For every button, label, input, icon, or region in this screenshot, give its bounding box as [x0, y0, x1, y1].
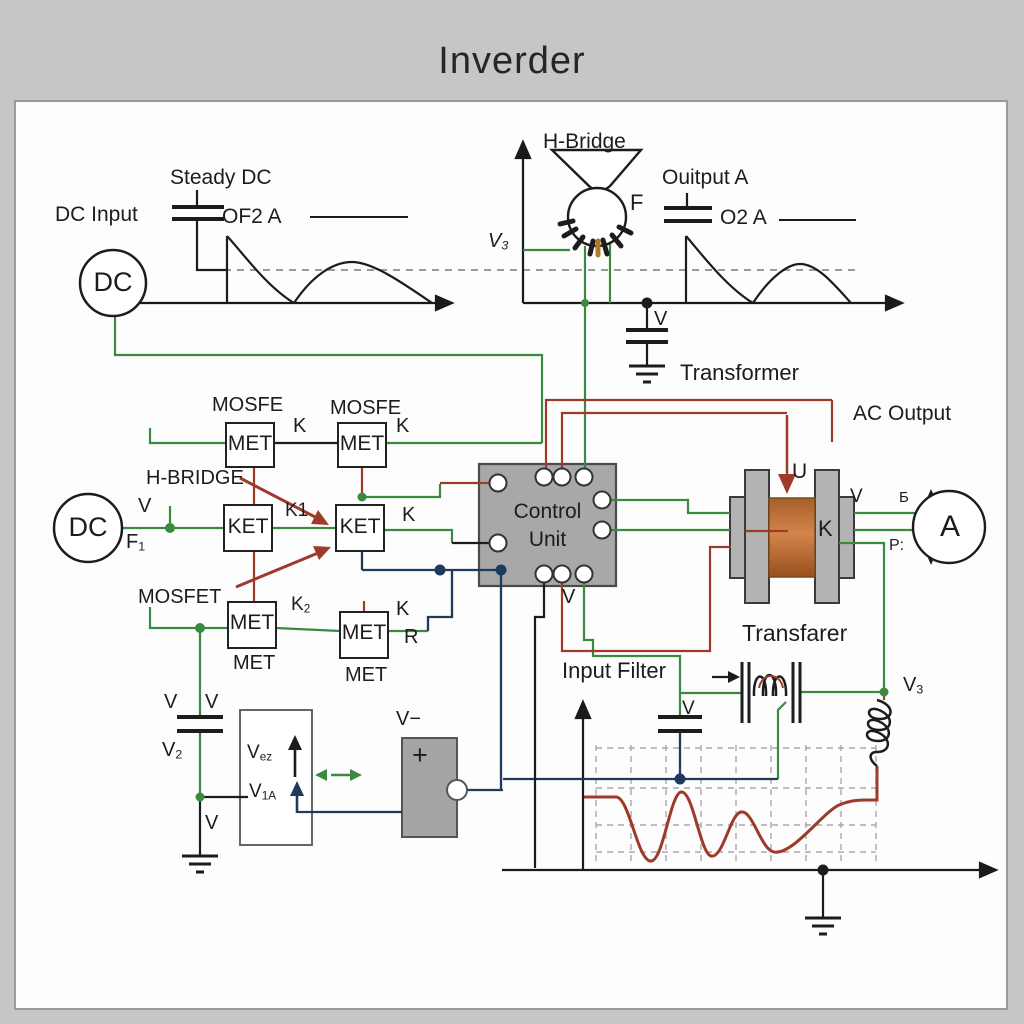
inductor-coil [865, 698, 892, 767]
mosfe2-label: MOSFE [330, 397, 402, 419]
switch-boxes [223, 422, 389, 659]
dc-source-mid-label: DC [68, 512, 108, 542]
junction-v-label: V [654, 308, 668, 330]
source-v-label: V [138, 495, 152, 517]
input-filter-label: Input Filter [562, 658, 666, 683]
capacitor-symbols [172, 205, 712, 733]
met3-pin-label: K2 [291, 594, 311, 616]
green-arrowheads [315, 769, 362, 781]
filter-cap-v-label: V [682, 698, 695, 719]
waveform-dc-ripple-left [225, 235, 433, 304]
wires-navy [295, 551, 778, 814]
f-component-label: F [630, 190, 644, 215]
met4-pin-label: K [396, 598, 410, 620]
hbridge-component [549, 148, 644, 258]
ket2-box-label: KET [339, 515, 381, 538]
junction-dots [165, 297, 889, 876]
feedback-box [239, 709, 313, 846]
transformer-body [729, 469, 855, 604]
ground-symbols [182, 364, 841, 936]
scope-grid [595, 745, 877, 866]
comparator-vminus-label: V− [396, 708, 422, 730]
met2-box-label: MET [339, 432, 385, 455]
red-arrowheads [311, 474, 796, 560]
ammeter-bottom-label: P: [889, 537, 905, 554]
vez-label: Vez [247, 742, 273, 764]
comparator-output-notch [446, 779, 468, 801]
dc-input-label: DC Input [55, 203, 138, 226]
ket1-pin-label: K1 [285, 500, 309, 521]
control-unit-pins [488, 467, 612, 584]
output-plot-title: Ouitput A [662, 166, 749, 189]
feedback-ground-v: V [205, 812, 219, 834]
hbridge-plot-title: H-Bridge [543, 130, 626, 153]
ammeter-label: A [939, 510, 960, 543]
waveform-ac-output [584, 766, 879, 863]
v3-axis-label: V3 [488, 230, 509, 253]
page-title: Inverder [438, 40, 586, 82]
met4-pin2-label: R [404, 626, 419, 648]
met2-pin-label: K [396, 415, 410, 437]
ket1-box-label: KET [227, 515, 269, 538]
ammeter-top-label: Б [899, 489, 909, 506]
v3-right-label: V3 [903, 674, 924, 697]
dc-source-top-circle [78, 248, 148, 318]
transformer-k-label: K [818, 516, 833, 541]
v2-label: V2 [162, 739, 183, 762]
transfarer-label: Transfarer [742, 620, 848, 646]
met1-pin-label: K [293, 415, 307, 437]
transformer-label: Transformer [680, 360, 799, 385]
navy-up-arrowhead [290, 781, 304, 796]
hbridge-stage-label: H-BRIDGE [146, 467, 244, 489]
transformer-v-label: V [850, 486, 863, 507]
cap-note-right: O2 A [720, 206, 767, 229]
feedback-cap-v2: V [205, 691, 219, 713]
met4-box-label: MET [341, 621, 387, 644]
waveform-dc-ripple-right [684, 235, 852, 304]
dc-source-top-label: DC [93, 267, 133, 297]
mosfe1-label: MOSFE [212, 394, 284, 416]
cap-note-left: OF2 A [222, 205, 282, 228]
source-f-label: F1 [126, 531, 146, 554]
met1-box-label: MET [227, 432, 273, 455]
met3-box-label: MET [229, 611, 275, 634]
steady-dc-label: Steady DC [170, 166, 272, 189]
ac-output-label: AC Output [853, 402, 952, 425]
v1a-label: V1A [249, 781, 277, 803]
met3-below-label: MET [233, 652, 276, 674]
ammeter-circle [911, 489, 987, 565]
ket2-pin-label: K [402, 504, 416, 526]
feedback-cap-v1: V [164, 691, 178, 713]
control-unit-v-label: V [562, 586, 576, 608]
met4-below-label: MET [345, 664, 388, 686]
transfarer-component [740, 662, 802, 723]
comparator-plus-label: + [412, 740, 428, 770]
mosfet-label: MOSFET [138, 586, 222, 608]
wires-green [113, 243, 922, 797]
dc-source-mid-circle [52, 492, 124, 564]
transformer-u-label: U [792, 460, 808, 483]
